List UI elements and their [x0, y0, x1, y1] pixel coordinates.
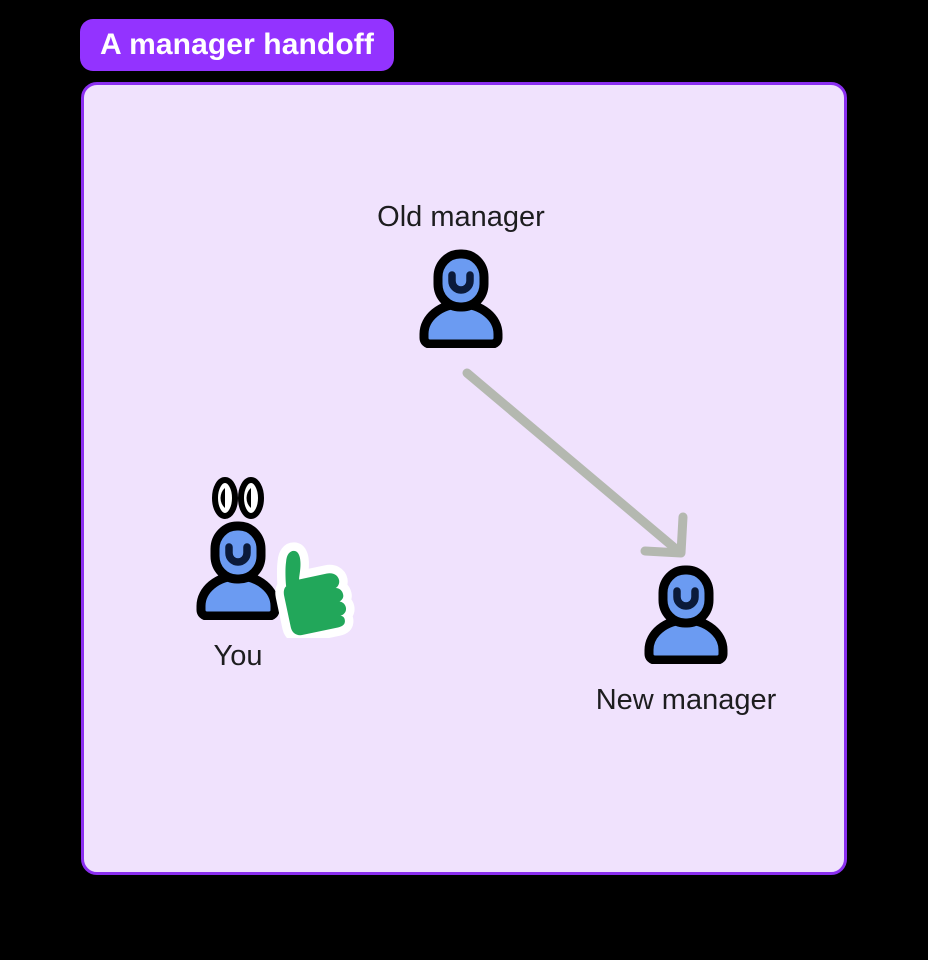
title-badge-label: A manager handoff: [100, 28, 374, 61]
person-icon-wrap-you: [187, 477, 355, 638]
node-old-manager: Old manager: [336, 201, 586, 353]
person-icon: [196, 521, 280, 621]
person-icon: [419, 249, 503, 349]
person-icon-wrap-old-manager: [410, 248, 512, 353]
node-you: You: [148, 477, 355, 673]
person-icon: [644, 565, 728, 665]
node-old-manager-label: Old manager: [377, 201, 545, 233]
node-you-label: You: [213, 640, 263, 672]
node-new-manager: New manager: [566, 564, 806, 717]
person-icon-wrap-new-manager: [635, 564, 737, 669]
node-new-manager-label: New manager: [595, 684, 777, 716]
title-badge: A manager handoff: [80, 19, 394, 71]
